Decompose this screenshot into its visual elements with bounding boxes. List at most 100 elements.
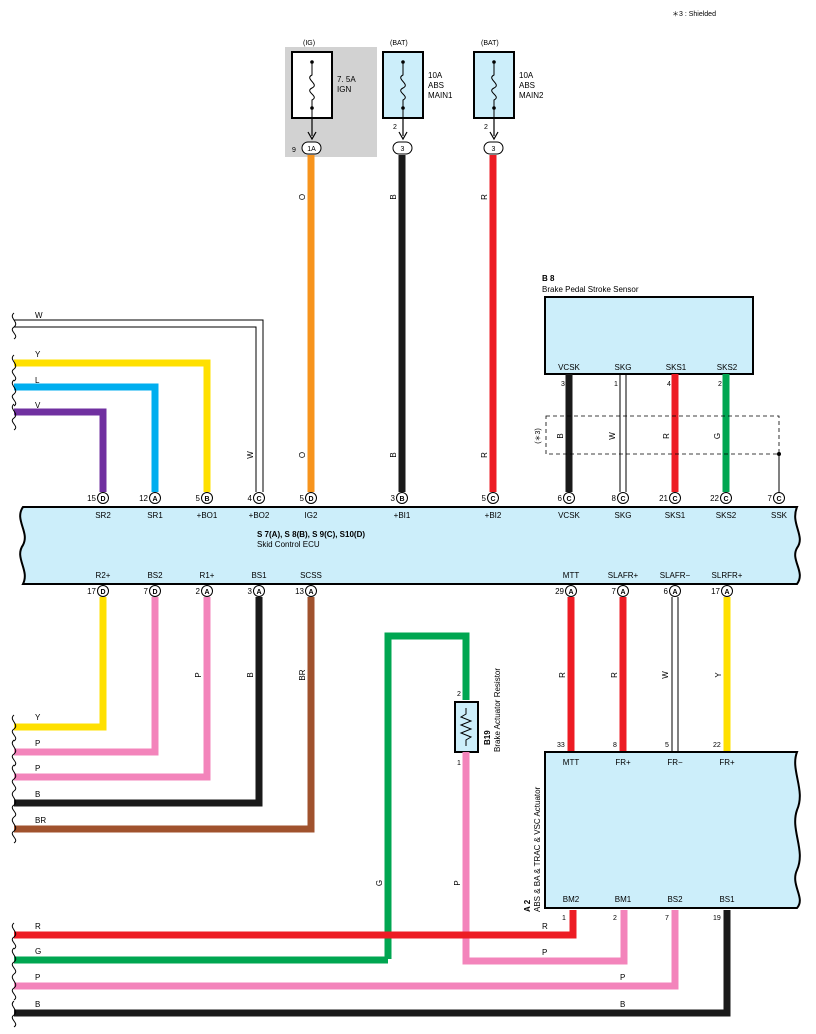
fuse-main1-source: (BAT) xyxy=(390,40,408,47)
svg-text:SKS2: SKS2 xyxy=(717,363,738,372)
fuse-main1-symbol-icon xyxy=(400,62,406,118)
svg-text:6: 6 xyxy=(664,587,669,596)
fuse-main1-abs: ABS xyxy=(428,81,444,90)
svg-text:15: 15 xyxy=(87,494,96,503)
svg-text:D: D xyxy=(100,496,105,503)
svg-text:R: R xyxy=(558,672,567,678)
fuse-main2-abs: ABS xyxy=(519,81,535,90)
wire-label: O xyxy=(298,194,307,200)
svg-text:Y: Y xyxy=(714,672,723,678)
svg-text:B: B xyxy=(246,672,255,677)
svg-text:B: B xyxy=(620,1000,625,1009)
fuse-ign-pin: 9 xyxy=(292,147,296,154)
svg-text:13: 13 xyxy=(295,587,304,596)
svg-text:+BO2: +BO2 xyxy=(249,511,270,520)
svg-text:5: 5 xyxy=(300,494,305,503)
actuator-pins: 33 8 5 22 MTT FR+ FR− FR+ BM2 BM1 BS2 BS… xyxy=(557,742,735,922)
svg-text:BS2: BS2 xyxy=(667,895,683,904)
resistor-symbol-icon xyxy=(459,708,473,746)
shield-note: ＊3 : Shielded xyxy=(672,11,716,18)
wire-break-marks xyxy=(11,312,17,431)
svg-text:P: P xyxy=(542,948,547,957)
fuse-main2-pin: 2 xyxy=(484,124,488,131)
svg-text:G: G xyxy=(35,947,41,956)
svg-text:A: A xyxy=(256,589,261,596)
sensor-pins: VCSK SKG SKS1 SKS2 3 1 4 2 xyxy=(558,363,738,388)
svg-text:SLAFR+: SLAFR+ xyxy=(608,571,639,580)
sensor-name: Brake Pedal Stroke Sensor xyxy=(542,285,639,294)
actuator-box xyxy=(544,751,801,909)
svg-text:BS2: BS2 xyxy=(147,571,163,580)
svg-text:+BO1: +BO1 xyxy=(197,511,218,520)
svg-text:D: D xyxy=(152,589,157,596)
svg-text:C: C xyxy=(776,496,781,503)
svg-text:BR: BR xyxy=(298,669,307,680)
wire-label: B xyxy=(389,194,398,199)
svg-text:17: 17 xyxy=(87,587,96,596)
svg-text:A: A xyxy=(204,589,209,596)
svg-text:19: 19 xyxy=(713,915,721,922)
arrow-down-icon xyxy=(307,131,317,141)
svg-text:Y: Y xyxy=(35,350,41,359)
fuse-main1-pin: 2 xyxy=(393,124,397,131)
svg-text:BM2: BM2 xyxy=(563,895,580,904)
svg-text:FR−: FR− xyxy=(667,758,683,767)
svg-text:C: C xyxy=(566,496,571,503)
svg-text:C: C xyxy=(672,496,677,503)
actuator-id: A 2 xyxy=(523,899,532,912)
svg-text:22: 22 xyxy=(710,494,719,503)
svg-text:D: D xyxy=(308,496,313,503)
svg-text:L: L xyxy=(35,376,40,385)
svg-text:3: 3 xyxy=(248,587,253,596)
svg-text:5: 5 xyxy=(196,494,201,503)
svg-text:6: 6 xyxy=(558,494,563,503)
svg-text:A: A xyxy=(152,496,157,503)
svg-text:SKG: SKG xyxy=(615,363,632,372)
svg-text:W: W xyxy=(246,451,255,459)
svg-text:B: B xyxy=(556,433,565,438)
svg-text:B: B xyxy=(399,496,404,503)
svg-text:2: 2 xyxy=(613,915,617,922)
svg-text:+BI1: +BI1 xyxy=(394,511,411,520)
svg-text:BS1: BS1 xyxy=(719,895,735,904)
fuse-main1-rating: 10A xyxy=(428,71,443,80)
resistor-id: B19 xyxy=(483,730,492,745)
svg-text:2: 2 xyxy=(196,587,201,596)
fuse-abs-main1: (BAT) 10A ABS MAIN1 2 3 xyxy=(382,40,453,155)
svg-text:5: 5 xyxy=(482,494,487,503)
fuse-main2-rating: 10A xyxy=(519,71,534,80)
svg-text:W: W xyxy=(661,671,670,679)
svg-text:VCSK: VCSK xyxy=(558,363,580,372)
svg-text:A: A xyxy=(672,589,677,596)
svg-text:A: A xyxy=(724,589,729,596)
svg-text:2: 2 xyxy=(718,381,722,388)
svg-text:R: R xyxy=(35,922,41,931)
svg-text:B: B xyxy=(204,496,209,503)
svg-text:1: 1 xyxy=(614,381,618,388)
arrow-down-icon xyxy=(398,131,408,141)
svg-text:17: 17 xyxy=(711,587,720,596)
svg-text:C: C xyxy=(490,496,495,503)
svg-text:G: G xyxy=(713,433,722,439)
fuse-ign: (IG) 7. 5A IGN 9 1A xyxy=(291,40,356,155)
svg-text:21: 21 xyxy=(659,494,668,503)
svg-text:C: C xyxy=(256,496,261,503)
fuse-main2-connector: 3 xyxy=(492,146,496,153)
svg-text:BS1: BS1 xyxy=(251,571,267,580)
fuse-ign-name: IGN xyxy=(337,85,351,94)
svg-text:R1+: R1+ xyxy=(200,571,215,580)
fuse-main2-source: (BAT) xyxy=(481,40,499,47)
svg-text:IG2: IG2 xyxy=(305,511,318,520)
svg-text:+BI2: +BI2 xyxy=(485,511,502,520)
svg-text:7: 7 xyxy=(144,587,149,596)
svg-text:SLAFR−: SLAFR− xyxy=(660,571,691,580)
svg-text:R: R xyxy=(662,433,671,439)
fuse-main1-connector: 3 xyxy=(401,146,405,153)
svg-text:3: 3 xyxy=(561,381,565,388)
svg-text:R2+: R2+ xyxy=(96,571,111,580)
svg-text:R: R xyxy=(542,922,548,931)
svg-text:D: D xyxy=(100,589,105,596)
fuse-ign-connector: 1A xyxy=(307,146,316,153)
